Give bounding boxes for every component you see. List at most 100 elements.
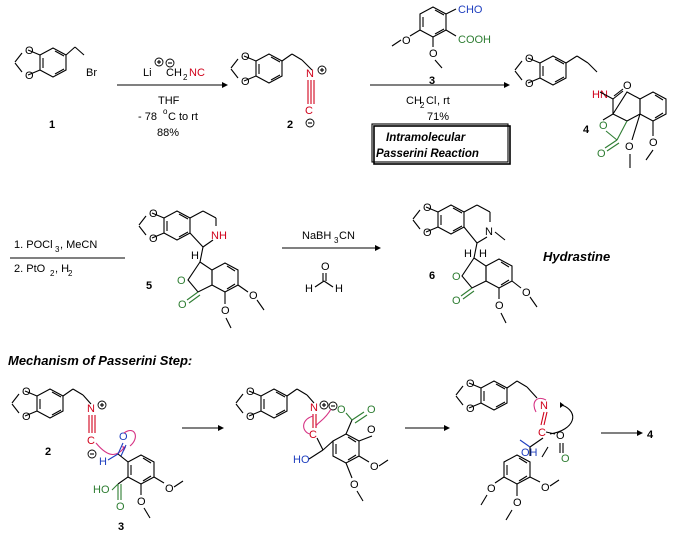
reagent-3-structure: CHO COOH O O 3 — [391, 4, 491, 87]
svg-text:2: 2 — [420, 101, 425, 110]
svg-text:O: O — [525, 78, 534, 90]
svg-text:O: O — [452, 295, 461, 307]
mechanism-label-3: 3 — [118, 521, 124, 533]
mechanism-arrow-1 — [182, 425, 224, 431]
temperature-b: C to rt — [168, 111, 198, 123]
svg-text:O: O — [649, 137, 658, 149]
svg-text:Cl: Cl — [426, 95, 436, 107]
compound-2: O O N C 2 — [230, 51, 327, 131]
svg-text:, MeCN: , MeCN — [60, 239, 97, 251]
svg-text:N: N — [306, 68, 314, 80]
svg-text:o: o — [163, 107, 168, 116]
svg-text:3: 3 — [334, 236, 339, 245]
svg-text:C: C — [538, 427, 546, 439]
svg-text:O: O — [350, 479, 359, 491]
svg-text:1. POCl: 1. POCl — [14, 239, 53, 251]
reagent-nc: NC — [189, 67, 205, 79]
compound-label-4: 4 — [583, 124, 590, 136]
svg-text:O: O — [429, 48, 438, 60]
reagent-ch2: CH — [166, 67, 182, 79]
compound-5: O O NH H O O O O 5 — [138, 208, 265, 329]
svg-text:HO: HO — [293, 454, 310, 466]
svg-text:H: H — [99, 456, 107, 468]
svg-text:O: O — [149, 233, 158, 245]
svg-text:O: O — [221, 305, 230, 317]
svg-text:3: 3 — [55, 245, 60, 254]
svg-text:H: H — [305, 283, 313, 295]
svg-text:O: O — [22, 386, 31, 398]
svg-text:N: N — [87, 403, 95, 415]
aldehyde-group: CHO — [458, 4, 483, 16]
svg-text:O: O — [177, 275, 186, 287]
mechanism-heading: Mechanism of Passerini Step: — [8, 353, 192, 368]
svg-text:2. PtO: 2. PtO — [14, 263, 46, 275]
svg-text:HO: HO — [93, 484, 110, 496]
svg-text:O: O — [367, 404, 376, 416]
svg-text:H: H — [464, 248, 472, 260]
svg-text:O: O — [149, 208, 158, 220]
svg-text:O: O — [337, 404, 346, 416]
svg-text:OH: OH — [521, 447, 538, 459]
compound-1: O O Br 1 — [14, 45, 97, 131]
svg-text:O: O — [137, 496, 146, 508]
svg-text:C: C — [309, 429, 317, 441]
svg-text:O: O — [370, 461, 379, 473]
svg-text:H: H — [335, 283, 343, 295]
svg-text:H: H — [479, 248, 487, 260]
svg-text:N: N — [485, 226, 493, 238]
svg-text:2: 2 — [183, 73, 188, 82]
compound-label-1: 1 — [49, 119, 55, 131]
svg-text:O: O — [402, 35, 411, 47]
solvent-thf: THF — [158, 95, 180, 107]
temperature-a: - 78 — [138, 111, 157, 123]
svg-text:O: O — [241, 76, 250, 88]
mechanism-reactants: O O N C 2 H O O O HO — [11, 386, 184, 533]
svg-text:O: O — [367, 424, 376, 436]
svg-text:C: C — [87, 435, 95, 447]
svg-text:O: O — [178, 299, 187, 311]
svg-text:2: 2 — [68, 269, 73, 278]
svg-text:O: O — [165, 483, 174, 495]
svg-text:O: O — [556, 430, 565, 442]
svg-text:O: O — [525, 53, 534, 65]
svg-text:O: O — [22, 411, 31, 423]
oxygen-label: O — [25, 45, 34, 57]
yield-step-1: 88% — [157, 127, 179, 139]
svg-text:CN: CN — [339, 230, 355, 242]
mechanism-cyclization: O O N C O O OH O O O — [455, 378, 574, 521]
reagent-lithium: Li — [143, 67, 152, 79]
compound-label-2: 2 — [287, 119, 293, 131]
reagent-label-3: 3 — [429, 75, 435, 87]
svg-text:O: O — [246, 411, 255, 423]
yield-step-2: 71% — [427, 111, 449, 123]
svg-text:O: O — [597, 148, 606, 160]
svg-text:2: 2 — [50, 269, 55, 278]
svg-text:O: O — [241, 51, 250, 63]
step-4-conditions: NaBH 3 CN O H H — [282, 230, 381, 295]
step-3-conditions: 1. POCl 3 , MeCN 2. PtO 2 , H 2 — [10, 239, 125, 278]
svg-text:, rt: , rt — [437, 95, 450, 107]
svg-text:O: O — [522, 287, 531, 299]
svg-text:O: O — [625, 141, 634, 153]
svg-text:O: O — [541, 482, 550, 494]
svg-text:O: O — [495, 300, 504, 312]
box-title-line-2: Passerini Reaction — [376, 148, 479, 160]
svg-text:C: C — [305, 105, 313, 117]
step-2-arrow: CH 2 Cl , rt 71% Intramolecular Passerin… — [370, 82, 511, 165]
svg-text:O: O — [249, 290, 258, 302]
svg-text:O: O — [321, 261, 330, 273]
mechanism-arrow-3: 4 — [601, 429, 654, 441]
acid-group: COOH — [458, 34, 491, 46]
compound-6: O O N H H O O O O 6 Hydrastine — [412, 202, 610, 324]
svg-text:O: O — [116, 501, 125, 513]
svg-text:NH: NH — [211, 230, 227, 242]
svg-text:O: O — [561, 453, 570, 465]
svg-text:O: O — [513, 497, 522, 509]
svg-text:O: O — [452, 271, 461, 283]
step-1-arrow: Li CH 2 NC THF - 78 o C to rt 88% — [117, 57, 228, 139]
svg-text:NaBH: NaBH — [302, 230, 331, 242]
svg-text:O: O — [423, 227, 432, 239]
svg-text:O: O — [466, 403, 475, 415]
